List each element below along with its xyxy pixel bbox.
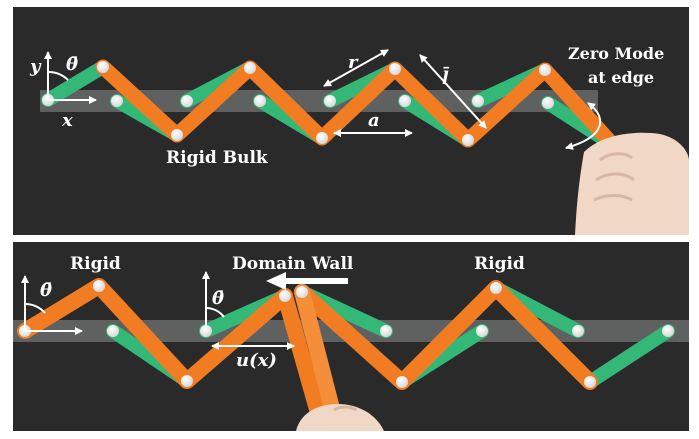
zero-mode-label-line1: Zero Mode: [568, 44, 665, 63]
rigid-right-label: Rigid: [474, 254, 525, 274]
rigid-bulk-label: Rigid Bulk: [166, 148, 268, 168]
bottom-joint: [296, 286, 308, 298]
l-label: l̄: [442, 68, 449, 89]
bottom-joint: [490, 282, 502, 294]
top-joint: [542, 97, 554, 109]
r-label: r: [348, 52, 358, 73]
top-joint: [97, 61, 109, 73]
top-hand: [575, 132, 689, 235]
zero-mode-rotation-arrow: [565, 102, 602, 150]
bottom-hand: [296, 404, 384, 431]
domain-wall-bar-1: [277, 288, 328, 428]
l-length-arrow: [419, 54, 487, 129]
a-label: a: [368, 110, 380, 131]
rigid-left-label: Rigid: [70, 254, 121, 274]
bottom-orange-zigzag-right: [294, 280, 598, 390]
bottom-orange-zigzag-left: [17, 278, 293, 389]
r-length-arrow: [323, 49, 389, 87]
top-joint: [244, 62, 256, 74]
bottom-joint: [279, 290, 291, 302]
bottom-joint: [93, 280, 105, 292]
bottom-joint: [572, 325, 584, 337]
top-joint: [316, 132, 328, 144]
bottom-joint: [476, 325, 488, 337]
y-axis-label: y: [30, 56, 41, 77]
top-green-bar-1: [41, 60, 110, 107]
zero-mode-label-line2: at edge: [588, 68, 655, 87]
bottom-joint: [181, 375, 193, 387]
bottom-joint: [107, 325, 119, 337]
u-of-x-label: u(x): [236, 350, 277, 371]
domain-wall-bar-2: [294, 284, 343, 428]
x-axis-label: x: [62, 110, 73, 131]
top-joint: [399, 95, 411, 107]
domain-wall-direction-arrow: [266, 272, 348, 290]
bottom-joint: [380, 325, 392, 337]
bottom-mid-angle-arc: [205, 307, 225, 318]
top-joint: [472, 95, 484, 107]
bottom-green-bar-7: [583, 324, 675, 389]
top-joint: [462, 134, 474, 146]
theta-label-bottom-mid: θ̄: [212, 288, 225, 309]
top-joint: [389, 63, 401, 75]
bottom-joint: [584, 376, 596, 388]
top-joint: [254, 95, 266, 107]
bottom-joint: [662, 325, 674, 337]
top-joint: [181, 95, 193, 107]
top-angle-arc: [47, 70, 69, 81]
top-joint: [539, 64, 551, 76]
domain-wall-label: Domain Wall: [232, 254, 354, 274]
theta-label-bottom-left: θ̄: [40, 280, 53, 301]
top-joint: [171, 129, 183, 141]
bottom-joint: [396, 376, 408, 388]
top-joint: [324, 95, 336, 107]
top-orange-zigzag: [95, 59, 621, 153]
bottom-left-angle-arc: [24, 303, 46, 314]
top-joint: [111, 95, 123, 107]
theta-label-top: θ̄: [66, 54, 79, 75]
